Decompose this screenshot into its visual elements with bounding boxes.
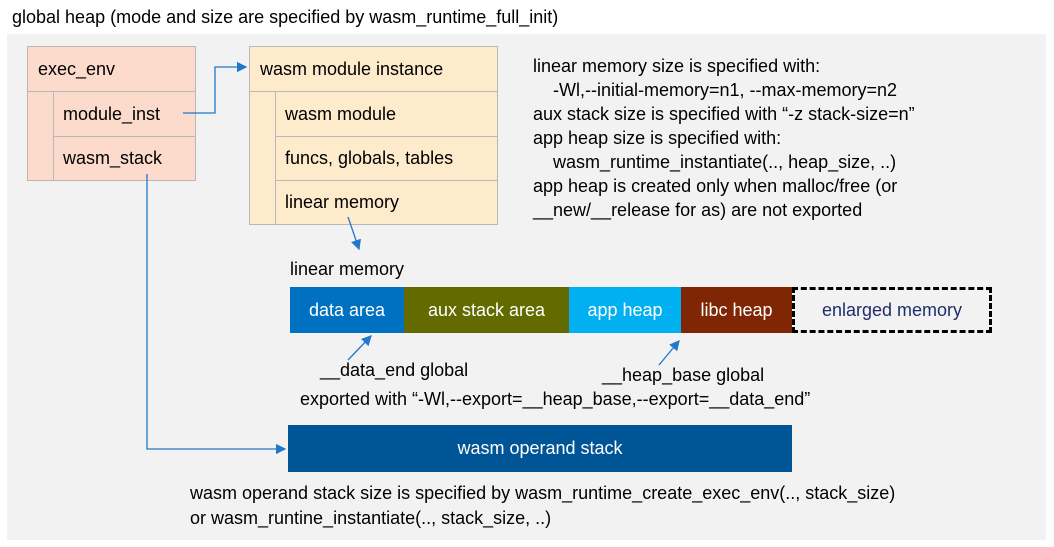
module-instance-box: wasm module instance wasm module funcs, … — [249, 46, 498, 225]
diagram-title: global heap (mode and size are specified… — [12, 7, 559, 27]
wasm-stack-arrow — [146, 174, 287, 455]
data-end-arrow — [347, 335, 372, 361]
note-line: __new/__release for as) are not exported — [533, 200, 863, 220]
bottom-note-line: or wasm_runtine_instantiate(.., stack_si… — [190, 508, 552, 528]
note-line: linear memory size is specified with: — [533, 56, 821, 76]
note-line: app heap size is specified with: — [533, 128, 782, 148]
app-heap-segment: app heap — [569, 287, 681, 333]
heap-base-arrow — [658, 340, 680, 366]
aux-stack-segment: aux stack area — [404, 287, 569, 333]
wasm-module-field: wasm module — [275, 91, 497, 136]
module-instance-header: wasm module instance — [260, 58, 444, 79]
note-line: -Wl,--initial-memory=n1, --max-memory=n2 — [533, 80, 898, 100]
exec-env-header: exec_env — [38, 58, 116, 79]
export-note: exported with “-Wl,--export=__heap_base,… — [300, 389, 811, 409]
data-end-label: __data_end global — [320, 360, 469, 380]
linear-memory-field: linear memory — [275, 180, 497, 224]
module-inst-arrow — [183, 61, 248, 114]
note-line: aux stack size is specified with “-z sta… — [533, 104, 915, 124]
heap-base-label: __heap_base global — [602, 365, 765, 385]
note-line: app heap is created only when malloc/fre… — [533, 176, 898, 196]
enlarged-memory-segment: enlarged memory — [792, 287, 992, 333]
wasm-stack-field: wasm_stack — [53, 136, 195, 180]
module-inst-field: module_inst — [53, 91, 195, 136]
exec-env-box: exec_env module_inst wasm_stack — [27, 46, 196, 181]
linear-memory-arrow — [347, 216, 361, 251]
libc-heap-segment: libc heap — [681, 287, 792, 333]
operand-stack-bar: wasm operand stack — [288, 425, 792, 472]
note-line: wasm_runtime_instantiate(.., heap_size, … — [533, 152, 897, 172]
bottom-note-line: wasm operand stack size is specified by … — [190, 483, 896, 503]
linear-memory-label: linear memory — [290, 259, 405, 279]
funcs-globals-tables-field: funcs, globals, tables — [275, 136, 497, 180]
data-area-segment: data area — [290, 287, 404, 333]
